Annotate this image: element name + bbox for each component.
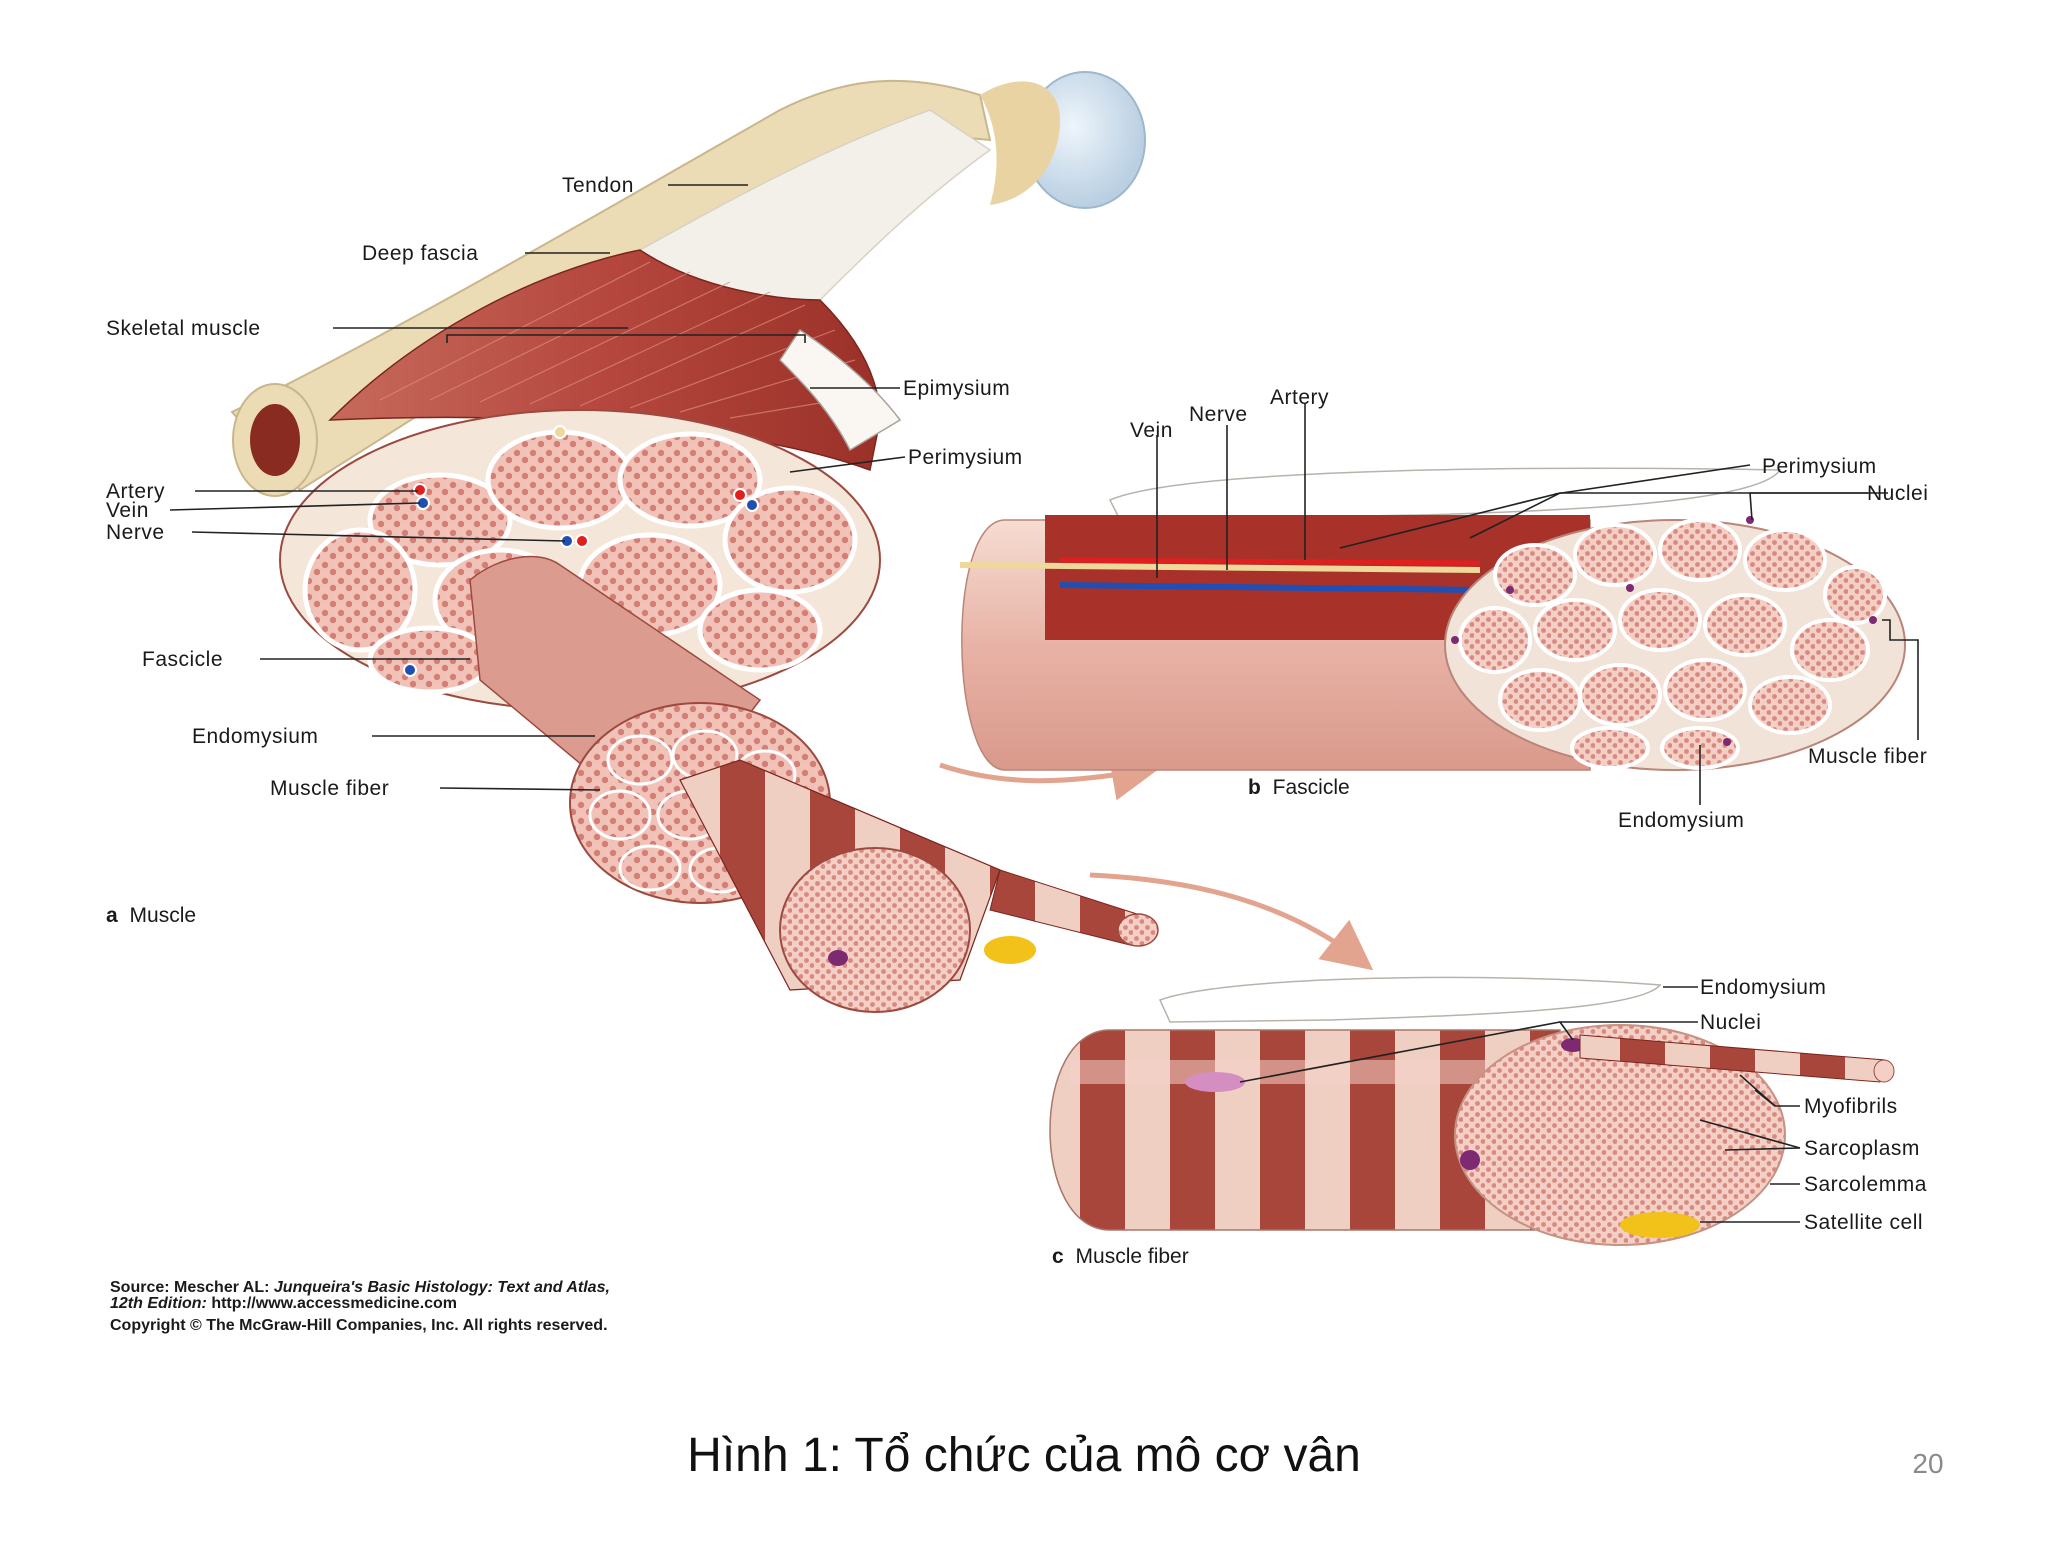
endomysium-sheet-c (1158, 976, 1662, 1023)
label-b-artery: Artery (1270, 386, 1329, 409)
source-title: Junqueira's Basic Histology: Text and At… (274, 1279, 610, 1296)
label-c-nuclei: Nuclei (1700, 1011, 1761, 1034)
label-b-nuclei: Nuclei (1867, 482, 1928, 505)
label-b-endomysium: Endomysium (1618, 809, 1744, 832)
page-number: 20 (1912, 1448, 1944, 1479)
muscle-fibers-b (1458, 518, 1887, 770)
label-vein: Vein (106, 499, 149, 522)
source-credit: Source: Mescher AL: Junqueira's Basic Hi… (110, 1279, 610, 1334)
myofibril-rod-c (1579, 1034, 1886, 1083)
label-c-myofibrils: Myofibrils (1804, 1095, 1898, 1118)
panel-a-tag: a (106, 904, 118, 927)
panel-a-caption: a Muscle (106, 904, 196, 927)
arrow-to-fiber (1089, 872, 1374, 971)
source-url: http://www.accessmedicine.com (211, 1295, 457, 1312)
satellite-cell-a (984, 936, 1036, 964)
label-c-sarcoplasm: Sarcoplasm (1804, 1137, 1920, 1160)
panel-c-name: Muscle fiber (1076, 1245, 1189, 1268)
label-endomysium: Endomysium (192, 725, 318, 748)
panel-b-caption: b Fascicle (1248, 776, 1350, 799)
label-tendon: Tendon (562, 174, 634, 197)
label-b-nerve: Nerve (1189, 403, 1248, 426)
label-c-sarcolemma: Sarcolemma (1804, 1173, 1927, 1196)
panel-a-name: Muscle (130, 904, 197, 927)
panel-b-name: Fascicle (1273, 776, 1350, 799)
fiber-cross-section-c (1454, 1024, 1786, 1246)
label-c-endomysium: Endomysium (1700, 976, 1826, 999)
panel-b-leaders (1156, 403, 1919, 805)
panel-c-muscle-fiber: Endomysium Nuclei Myofibrils Sarcoplasm … (1049, 976, 1927, 1268)
label-b-vein: Vein (1130, 419, 1173, 442)
panel-c-leaders (1239, 986, 1801, 1223)
source-prefix: Source: Mescher AL: (110, 1279, 274, 1296)
label-skeletal-muscle: Skeletal muscle (106, 317, 261, 340)
vessels-b (959, 557, 1481, 593)
panel-a-leaders (169, 184, 906, 791)
label-artery: Artery (106, 480, 165, 503)
label-muscle-fiber: Muscle fiber (270, 777, 389, 800)
label-epimysium: Epimysium (903, 377, 1010, 400)
panel-c-caption: c Muscle fiber (1052, 1245, 1189, 1268)
label-nerve: Nerve (106, 521, 165, 544)
source-copyright: Copyright © The McGraw-Hill Companies, I… (110, 1317, 608, 1334)
label-deep-fascia: Deep fascia (362, 242, 478, 265)
label-b-perimysium: Perimysium (1762, 455, 1877, 478)
panel-b-fascicle: Vein Nerve Artery Perimysium Nuclei Musc… (959, 386, 1928, 832)
label-perimysium: Perimysium (908, 446, 1023, 469)
fiber-cross-section-a (779, 847, 971, 1013)
nucleus-c-top (1561, 1038, 1585, 1052)
source-edition: 12th Edition: (110, 1295, 211, 1312)
bone-marrow (250, 404, 300, 476)
myofibril-rod (989, 869, 1141, 946)
satellite-cell-c (1620, 1212, 1700, 1238)
source-line-1: Source: Mescher AL: Junqueira's Basic Hi… (110, 1279, 610, 1296)
label-c-satellite-cell: Satellite cell (1804, 1211, 1923, 1234)
source-line-2: 12th Edition: http://www.accessmedicine.… (110, 1295, 457, 1312)
nuclei-b (1451, 516, 1877, 746)
panel-c-tag: c (1052, 1245, 1064, 1268)
nucleus-a (828, 950, 848, 966)
panel-b-tag: b (1248, 776, 1261, 799)
panel-a-muscle: Tendon Deep fascia Skeletal muscle Epimy… (106, 71, 1159, 1013)
myofibril-end-c (1873, 1059, 1895, 1083)
myofibril-end (1117, 913, 1159, 947)
slide-caption: Hình 1: Tổ chức của mô cơ vân (687, 1429, 1361, 1482)
label-b-muscle-fiber: Muscle fiber (1808, 745, 1927, 768)
label-fascicle: Fascicle (142, 648, 223, 671)
bone-head (980, 81, 1060, 205)
epimysium-flap (779, 328, 902, 452)
arrow-to-fascicle (939, 751, 1162, 801)
nucleus-c-left (1460, 1150, 1480, 1170)
nucleus-c-side (1185, 1072, 1245, 1092)
